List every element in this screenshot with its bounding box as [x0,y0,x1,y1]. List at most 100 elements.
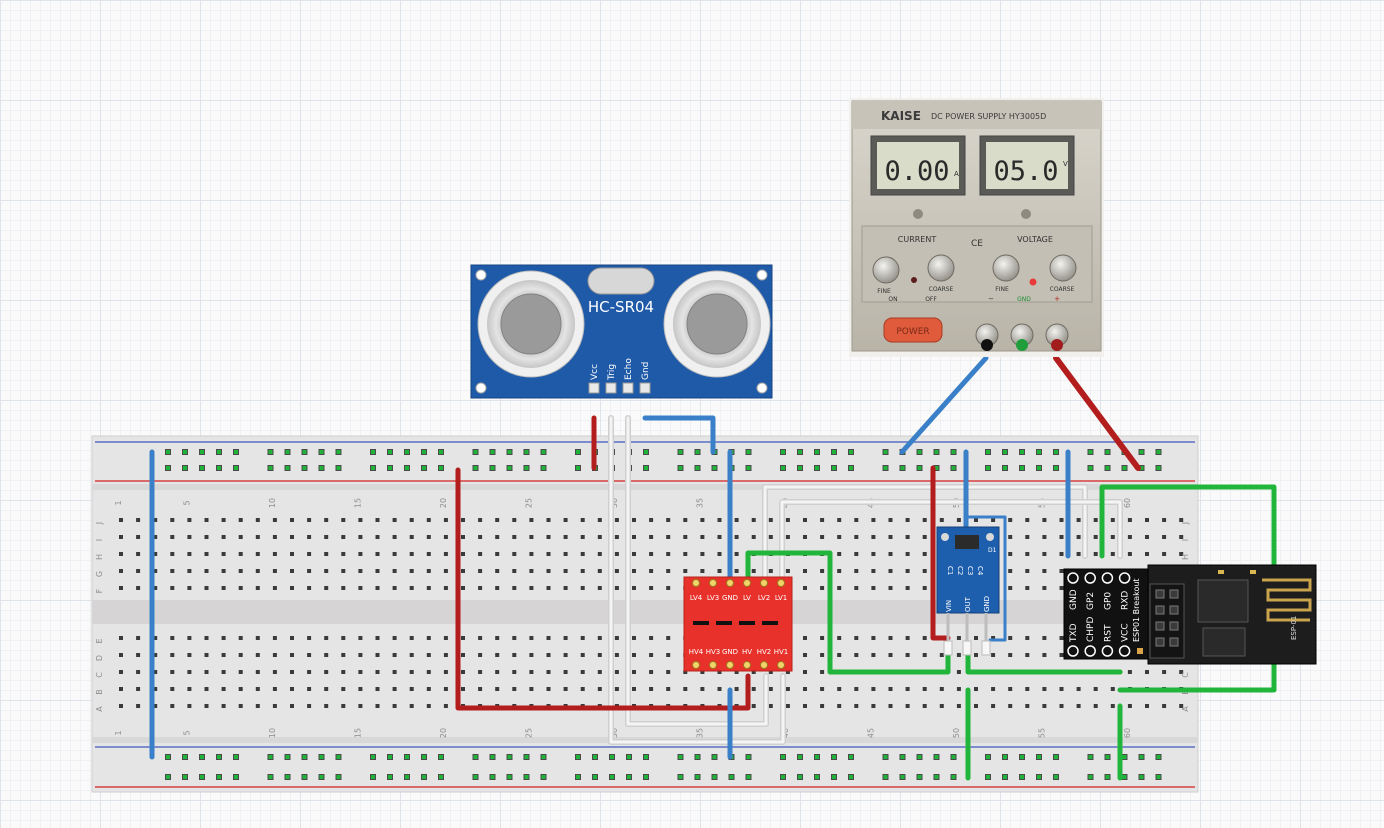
breadboard-hole[interactable] [922,687,927,691]
breadboard-hole[interactable] [1162,704,1167,708]
breadboard-hole[interactable] [563,552,568,556]
shifter-pin-top[interactable] [760,579,768,587]
breadboard-hole[interactable] [153,518,158,522]
breadboard-hole[interactable] [187,636,192,640]
breadboard-hole[interactable] [478,636,483,640]
breadboard-hole[interactable] [1025,569,1030,573]
breadboard-hole[interactable] [905,569,910,573]
breadboard-hole[interactable] [204,687,209,691]
breadboard-hole[interactable] [871,535,876,539]
breadboard-hole[interactable] [170,586,175,590]
breadboard-hole[interactable] [563,687,568,691]
breadboard-hole[interactable] [580,586,585,590]
breadboard-hole[interactable] [649,586,654,590]
breadboard-hole[interactable] [837,704,842,708]
breadboard-hole[interactable] [238,535,243,539]
breadboard-hole[interactable] [187,687,192,691]
breadboard-hole[interactable] [1008,569,1013,573]
breadboard-hole[interactable] [426,670,431,674]
breadboard-hole[interactable] [358,704,363,708]
breadboard-hole[interactable] [358,670,363,674]
breadboard-hole[interactable] [546,535,551,539]
breadboard-hole[interactable] [1008,518,1013,522]
sensor-pin[interactable] [622,382,634,394]
breadboard-hole[interactable] [221,670,226,674]
breadboard-hole[interactable] [529,687,534,691]
breadboard-hole[interactable] [803,670,807,674]
breadboard-hole[interactable] [632,670,636,674]
breadboard-hole[interactable] [529,569,534,573]
breadboard-hole[interactable] [170,653,175,657]
breadboard-hole[interactable] [837,687,842,691]
esp-pin-bottom[interactable] [1118,645,1131,657]
breadboard-hole[interactable] [238,518,243,522]
breadboard-hole[interactable] [443,704,448,708]
breadboard-hole[interactable] [1110,535,1115,539]
breadboard-hole[interactable] [597,653,602,657]
breadboard-hole[interactable] [854,535,859,539]
breadboard-hole[interactable] [563,670,568,674]
breadboard-hole[interactable] [717,518,722,522]
breadboard-hole[interactable] [991,653,996,657]
breadboard-hole[interactable] [272,535,277,539]
breadboard-hole[interactable] [272,636,277,640]
breadboard-hole[interactable] [307,653,312,657]
breadboard-hole[interactable] [1076,518,1081,522]
breadboard-hole[interactable] [871,552,876,556]
breadboard-hole[interactable] [170,535,175,539]
breadboard-hole[interactable] [238,687,243,691]
breadboard-hole[interactable] [546,670,551,674]
breadboard-hole[interactable] [461,653,465,657]
breadboard-hole[interactable] [358,569,363,573]
breadboard-hole[interactable] [888,569,893,573]
breadboard-hole[interactable] [307,687,312,691]
breadboard-hole[interactable] [495,518,500,522]
breadboard-hole[interactable] [426,704,431,708]
breadboard-hole[interactable] [956,687,961,691]
breadboard-hole[interactable] [580,687,585,691]
breadboard-hole[interactable] [1127,670,1132,674]
breadboard-hole[interactable] [871,687,876,691]
breadboard-hole[interactable] [1145,704,1149,708]
breadboard-hole[interactable] [597,518,602,522]
breadboard-hole[interactable] [119,704,123,708]
shifter-pin-bottom[interactable] [692,661,700,669]
breadboard-hole[interactable] [170,569,175,573]
breadboard-hole[interactable] [563,569,568,573]
breadboard-hole[interactable] [512,687,517,691]
shifter-pin-top[interactable] [743,579,751,587]
breadboard-hole[interactable] [597,586,602,590]
breadboard-hole[interactable] [272,704,277,708]
voltage-coarse-knob[interactable] [1049,254,1077,282]
current-fine-knob[interactable] [872,256,900,284]
breadboard-hole[interactable] [358,653,363,657]
regulator-pin[interactable] [965,613,969,641]
breadboard-hole[interactable] [290,518,294,522]
breadboard-hole[interactable] [1127,535,1132,539]
breadboard-hole[interactable] [290,569,294,573]
wire-green-lv[interactable] [745,550,951,675]
breadboard-hole[interactable] [888,636,893,640]
breadboard-hole[interactable] [580,653,585,657]
breadboard-hole[interactable] [820,636,825,640]
breadboard-hole[interactable] [614,569,619,573]
breadboard-hole[interactable] [255,636,260,640]
breadboard-hole[interactable] [820,653,825,657]
breadboard-hole[interactable] [324,535,329,539]
breadboard-hole[interactable] [956,653,961,657]
breadboard-hole[interactable] [358,586,363,590]
breadboard-hole[interactable] [888,687,893,691]
breadboard-hole[interactable] [700,535,705,539]
breadboard-hole[interactable] [1076,552,1081,556]
breadboard-hole[interactable] [905,687,910,691]
breadboard-hole[interactable] [1059,535,1064,539]
breadboard-hole[interactable] [255,569,260,573]
breadboard-hole[interactable] [307,586,312,590]
breadboard-hole[interactable] [341,535,346,539]
breadboard-hole[interactable] [255,653,260,657]
breadboard-hole[interactable] [1059,569,1064,573]
breadboard-hole[interactable] [820,704,825,708]
breadboard-hole[interactable] [1025,636,1030,640]
breadboard-hole[interactable] [221,552,226,556]
